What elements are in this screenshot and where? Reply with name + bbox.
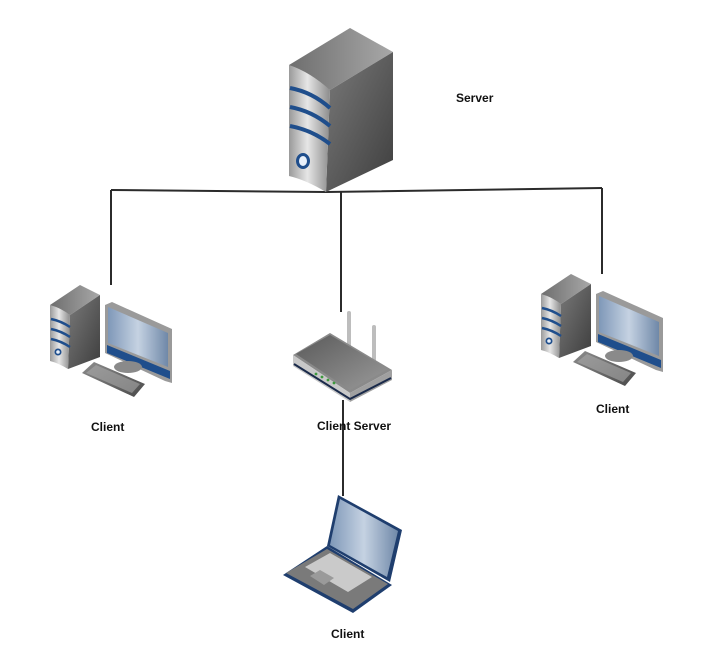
wireless-router-icon <box>293 311 392 402</box>
node-label-client-laptop: Client <box>331 627 364 641</box>
edge-server-bus <box>110 187 603 194</box>
server-tower-icon <box>289 28 393 192</box>
desktop-computer-icon <box>541 274 663 386</box>
desktop-computer-icon <box>50 285 172 397</box>
node-label-client-left: Client <box>91 420 124 434</box>
node-label-client-server: Client Server <box>317 419 391 433</box>
node-label-server: Server <box>456 91 494 105</box>
connection-lines <box>110 187 603 496</box>
laptop-icon <box>283 495 402 613</box>
node-label-client-right: Client <box>596 402 629 416</box>
